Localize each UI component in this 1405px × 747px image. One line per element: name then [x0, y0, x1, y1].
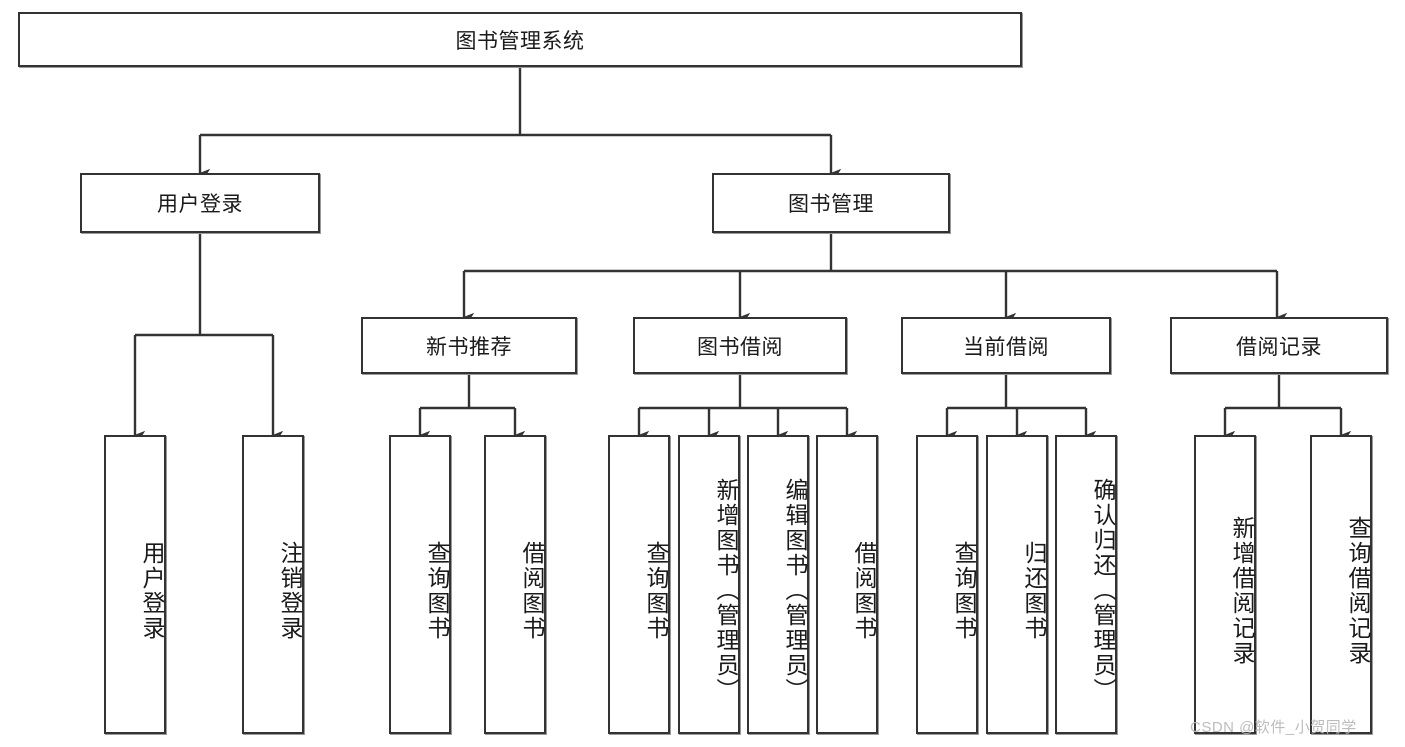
- node-borrow-record[interactable]: 借阅记录: [1170, 317, 1388, 374]
- node-leaf-add-book-admin-label: 新增图书（管理员）: [713, 478, 739, 703]
- watermark: CSDN @软件_小贺同学: [1190, 719, 1357, 736]
- node-current-borrow-label: 当前借阅: [963, 335, 1049, 359]
- node-new-book-recommend-label: 新书推荐: [426, 335, 512, 359]
- node-leaf-confirm-return-admin[interactable]: 确认归还（管理员）: [1055, 435, 1117, 734]
- node-new-book-recommend[interactable]: 新书推荐: [361, 317, 577, 374]
- node-leaf-query-book-2-label: 查询图书: [643, 540, 669, 641]
- node-leaf-logout-label: 注销登录: [277, 540, 303, 641]
- node-leaf-borrow-book-1-label: 借阅图书: [519, 540, 545, 641]
- node-leaf-query-book-1-label: 查询图书: [424, 540, 450, 641]
- node-leaf-borrow-book-1[interactable]: 借阅图书: [484, 435, 546, 734]
- node-leaf-edit-book-admin[interactable]: 编辑图书（管理员）: [747, 435, 809, 734]
- node-leaf-add-borrow-record-label: 新增借阅记录: [1229, 515, 1255, 666]
- node-leaf-query-book-1[interactable]: 查询图书: [389, 435, 451, 734]
- node-leaf-user-login[interactable]: 用户登录: [104, 435, 166, 734]
- node-leaf-return-book-label: 归还图书: [1021, 540, 1047, 641]
- node-leaf-add-book-admin[interactable]: 新增图书（管理员）: [678, 435, 740, 734]
- node-leaf-borrow-book-2-label: 借阅图书: [851, 540, 877, 641]
- node-leaf-borrow-book-2[interactable]: 借阅图书: [816, 435, 878, 734]
- node-root[interactable]: 图书管理系统: [18, 12, 1022, 67]
- node-book-borrow-label: 图书借阅: [697, 335, 783, 359]
- node-user-login-label: 用户登录: [157, 193, 243, 216]
- node-leaf-edit-book-admin-label: 编辑图书（管理员）: [782, 478, 808, 703]
- node-leaf-user-login-label: 用户登录: [139, 540, 165, 641]
- node-leaf-query-book-2[interactable]: 查询图书: [608, 435, 670, 734]
- node-book-manage-label: 图书管理: [788, 193, 874, 216]
- node-leaf-logout[interactable]: 注销登录: [242, 435, 304, 734]
- node-leaf-add-borrow-record[interactable]: 新增借阅记录: [1194, 435, 1256, 734]
- node-leaf-return-book[interactable]: 归还图书: [986, 435, 1048, 734]
- node-borrow-record-label: 借阅记录: [1236, 335, 1322, 359]
- node-leaf-query-borrow-record-label: 查询借阅记录: [1345, 515, 1371, 666]
- node-leaf-confirm-return-admin-label: 确认归还（管理员）: [1090, 478, 1116, 703]
- node-user-login[interactable]: 用户登录: [80, 173, 320, 233]
- node-root-label: 图书管理系统: [455, 29, 585, 53]
- node-book-manage[interactable]: 图书管理: [712, 173, 950, 233]
- node-book-borrow[interactable]: 图书借阅: [633, 317, 847, 374]
- node-current-borrow[interactable]: 当前借阅: [901, 317, 1111, 374]
- node-leaf-query-book-3-label: 查询图书: [951, 540, 977, 641]
- node-leaf-query-book-3[interactable]: 查询图书: [916, 435, 978, 734]
- node-leaf-query-borrow-record[interactable]: 查询借阅记录: [1310, 435, 1372, 734]
